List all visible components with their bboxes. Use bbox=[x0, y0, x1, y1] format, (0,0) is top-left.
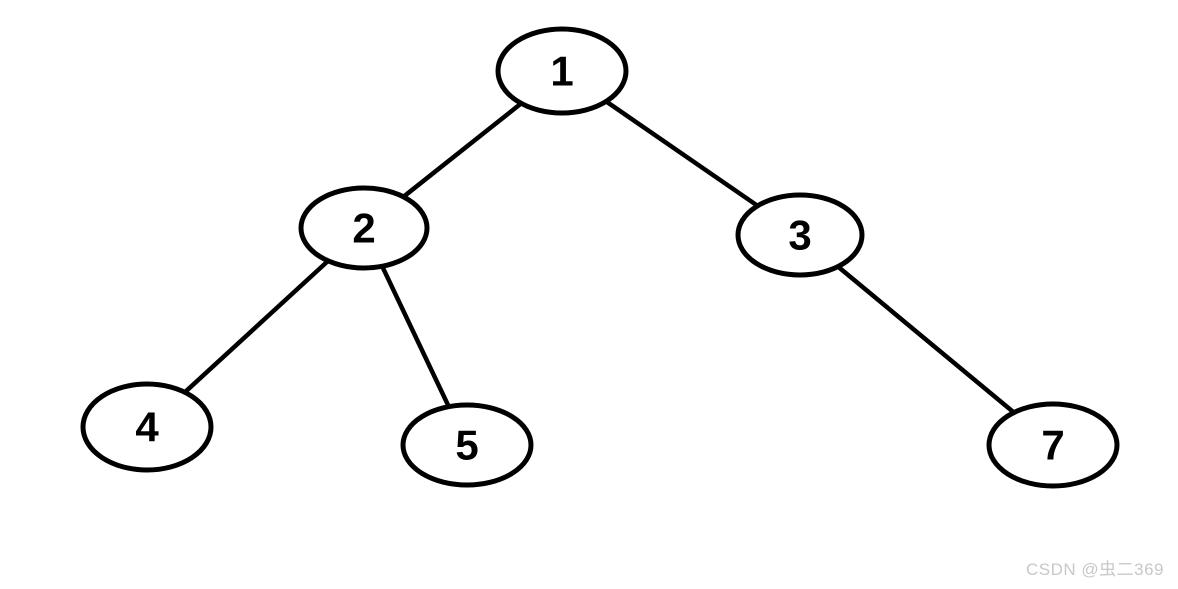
tree-node-ellipse-4 bbox=[80, 381, 214, 473]
tree-node-label-5: 5 bbox=[455, 422, 478, 469]
tree-node-ellipse-3 bbox=[735, 192, 865, 278]
watermark: CSDN @虫二369 bbox=[1025, 560, 1164, 579]
tree-node-ellipse-1 bbox=[495, 26, 629, 116]
tree-node-label-4: 4 bbox=[135, 404, 159, 451]
tree-edge-3-7 bbox=[835, 264, 1017, 415]
tree-node-label-3: 3 bbox=[788, 212, 811, 259]
tree-node-ellipse-7 bbox=[986, 401, 1120, 489]
tree-node-ellipse-5 bbox=[400, 402, 534, 488]
tree-node-3: 3 bbox=[735, 192, 865, 278]
tree-edge-1-3 bbox=[603, 99, 760, 209]
tree-node-label-7: 7 bbox=[1041, 422, 1064, 469]
tree-node-label-1: 1 bbox=[550, 48, 573, 95]
tree-edge-2-5 bbox=[379, 264, 452, 409]
tree-node-label-2: 2 bbox=[352, 205, 375, 252]
tree-edge-2-4 bbox=[182, 258, 331, 395]
tree-edge-1-2 bbox=[401, 101, 524, 200]
tree-node-ellipse-2 bbox=[298, 185, 430, 271]
tree-node-4: 4 bbox=[80, 381, 214, 473]
tree-node-7: 7 bbox=[986, 401, 1120, 489]
tree-node-2: 2 bbox=[298, 185, 430, 271]
tree-node-5: 5 bbox=[400, 402, 534, 488]
tree-node-1: 1 bbox=[495, 26, 629, 116]
